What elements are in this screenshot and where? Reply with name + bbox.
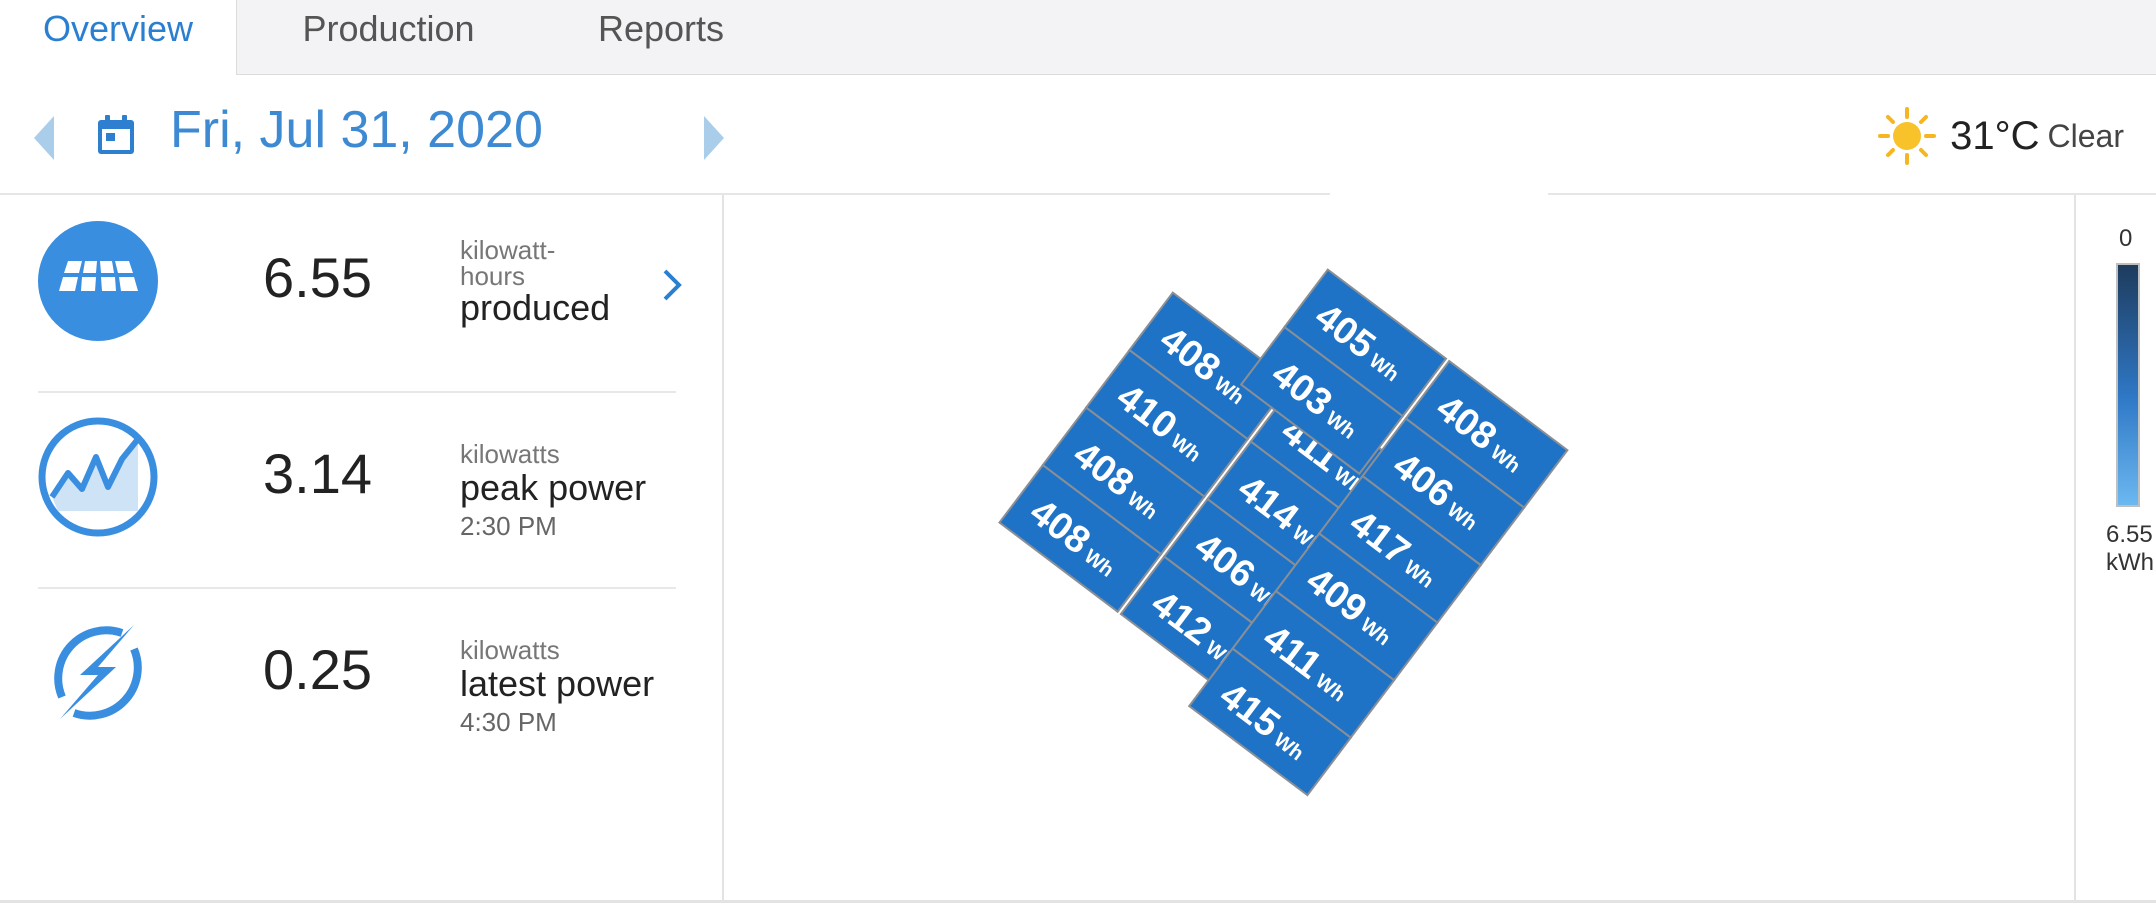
panel-face	[1233, 592, 1393, 737]
peak-power-value: 3.14	[263, 442, 372, 505]
peak-power-time: 2:30 PM	[460, 511, 557, 541]
panel-array: 408Wh410Wh408Wh408Wh411Wh414Wh406Wh412Wh…	[998, 268, 1569, 797]
tab-bar: Overview Production Reports	[0, 0, 2156, 75]
scale-min-label: 0	[2119, 225, 2133, 252]
energy-produced-label: produced	[460, 287, 611, 328]
peak-power-graph-icon	[38, 417, 158, 537]
stats-panel: 6.55 kilowatt- hours produced 3.14 kilow…	[0, 195, 724, 900]
scale-gradient-bar	[2116, 263, 2140, 507]
peak-power-label: peak power	[460, 467, 647, 508]
panel-face	[1044, 409, 1203, 553]
solar-panel[interactable]: 411Wh	[1231, 589, 1396, 740]
divider-gap	[1330, 190, 1548, 196]
chevron-right-icon[interactable]	[660, 267, 684, 303]
weather-condition: Clear	[2047, 117, 2124, 154]
scale-max-value: 6.55	[2106, 521, 2153, 548]
panel-face	[1407, 362, 1566, 507]
latest-power-value: 0.25	[263, 638, 372, 701]
panel-face	[1000, 466, 1160, 611]
tab-overview[interactable]: Overview	[0, 0, 237, 75]
panel-face	[1277, 534, 1437, 679]
selected-date[interactable]: Fri, Jul 31, 2020	[170, 101, 543, 159]
bottom-border	[0, 900, 2156, 903]
latest-power-time: 4:30 PM	[460, 707, 557, 737]
panel-face	[1363, 419, 1523, 564]
date-bar	[0, 75, 2156, 195]
latest-power-unit: kilowatts	[460, 635, 560, 665]
scale-max-label: 6.55 kWh	[2106, 521, 2154, 577]
solar-panel[interactable]: 406Wh	[1361, 417, 1526, 567]
temperature: 31°C	[1950, 113, 2040, 158]
next-day-arrow-icon[interactable]	[704, 116, 724, 160]
tab-reports[interactable]: Reports	[597, 8, 725, 49]
solar-panel[interactable]: 409Wh	[1274, 532, 1439, 682]
energy-unit-line1: kilowatt-	[460, 235, 556, 265]
solar-panel-icon	[38, 221, 158, 341]
previous-day-arrow-icon[interactable]	[34, 116, 54, 160]
panel-face	[1320, 477, 1480, 622]
lightning-icon	[54, 625, 142, 720]
energy-unit-line2: hours	[460, 261, 526, 291]
solar-panel[interactable]: 408Wh	[1128, 291, 1293, 441]
panel-face	[1087, 351, 1247, 496]
panel-face	[1242, 328, 1402, 473]
panel-face	[1190, 649, 1350, 794]
energy-scale: 0 6.55 kWh	[2074, 195, 2156, 900]
peak-power-unit: kilowatts	[460, 439, 560, 469]
panel-face	[1130, 294, 1290, 438]
energy-produced-value: 6.55	[263, 246, 372, 309]
scale-max-unit: kWh	[2106, 549, 2154, 576]
solar-panel[interactable]: 415Wh	[1187, 647, 1353, 797]
stat-energy-produced[interactable]: 6.55 kilowatt- hours produced	[38, 195, 682, 393]
weather-widget: 31°C Clear	[1878, 106, 2124, 166]
latest-power-label: latest power	[460, 663, 655, 704]
tab-production[interactable]: Production	[302, 8, 475, 49]
calendar-icon[interactable]	[96, 114, 136, 156]
stat-latest-power: 0.25 kilowatts latest power 4:30 PM	[38, 587, 676, 783]
stat-peak-power: 3.14 kilowatts peak power 2:30 PM	[38, 391, 676, 589]
panel-face	[1285, 271, 1445, 415]
solar-panel[interactable]: 408Wh	[998, 463, 1163, 614]
sun-icon	[1878, 107, 1937, 165]
